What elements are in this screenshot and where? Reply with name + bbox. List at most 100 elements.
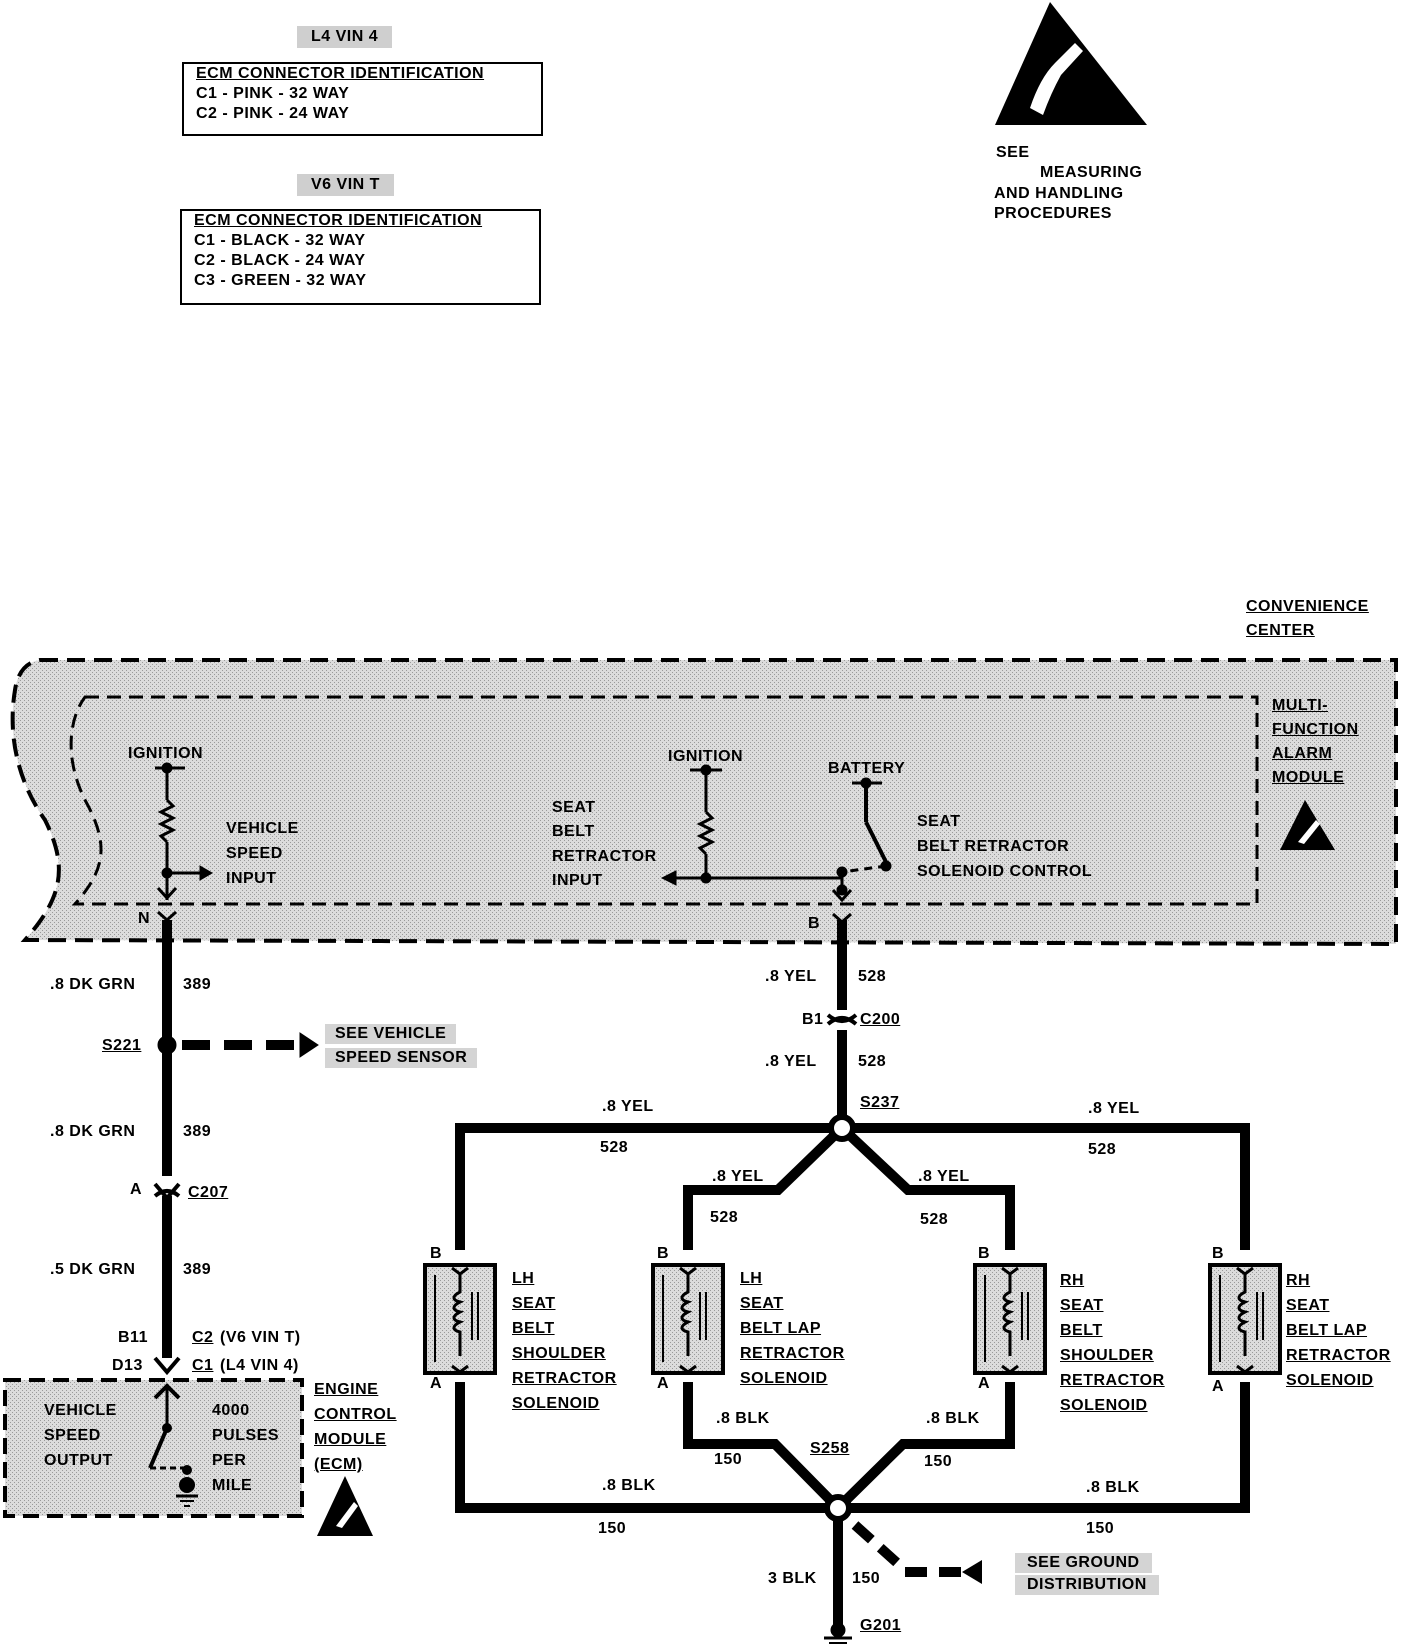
splice-s221: S221 — [102, 1037, 142, 1054]
solenoid-pin: B — [657, 1245, 670, 1262]
vehicle-speed-input-label: INPUT — [226, 870, 277, 887]
solenoid-symbols — [423, 1263, 1282, 1375]
table-row: C1 - BLACK - 32 WAY — [194, 232, 366, 249]
table-row: C1 - PINK - 32 WAY — [196, 85, 350, 102]
wire-gauge: .8 BLK — [602, 1477, 656, 1494]
solenoid-label-line: SOLENOID — [1060, 1397, 1148, 1414]
wire-gauge: .8 BLK — [926, 1410, 980, 1427]
table-tag-v6: V6 VIN T — [297, 174, 394, 196]
solenoid-label-line: SEAT — [512, 1295, 556, 1312]
table-header: ECM CONNECTOR IDENTIFICATION — [196, 65, 485, 82]
esd-warning-icon — [1280, 800, 1335, 850]
connector-pin: A — [130, 1181, 143, 1198]
solenoid-label-line: RETRACTOR — [740, 1345, 845, 1362]
wire-circuit: 150 — [598, 1520, 627, 1537]
table-row: C3 - GREEN - 32 WAY — [194, 272, 367, 289]
wire-gauge: .8 YEL — [602, 1098, 654, 1115]
wire-gauge: .8 YEL — [918, 1168, 970, 1185]
wire-circuit: 150 — [852, 1570, 881, 1587]
solenoid-label-line: BELT — [512, 1320, 555, 1337]
solenoid-label-line: LH — [740, 1270, 763, 1287]
connector-c207: C207 — [188, 1184, 229, 1201]
ecm-name-label: CONTROL — [314, 1406, 397, 1423]
table-header: ECM CONNECTOR IDENTIFICATION — [194, 212, 483, 229]
wire-circuit: 389 — [183, 1261, 212, 1278]
wire-circuit: 528 — [710, 1209, 739, 1226]
solenoid-label-line: BELT LAP — [1286, 1322, 1368, 1339]
ground-icon — [824, 1622, 852, 1644]
ecm-pin: B11 — [118, 1329, 148, 1346]
vehicle-speed-input-label: VEHICLE — [226, 820, 299, 837]
ecm-connector: C1 — [192, 1357, 214, 1374]
solenoid-pin: B — [1212, 1245, 1225, 1262]
solenoid-pin: B — [978, 1245, 991, 1262]
esd-note-line: AND HANDLING — [994, 185, 1124, 202]
ecm-output-label: OUTPUT — [44, 1452, 113, 1469]
esd-warning-icon — [995, 2, 1147, 125]
solenoid-symbol — [1208, 1263, 1282, 1375]
wire-circuit: 528 — [920, 1211, 949, 1228]
ecm-pulses-label: PULSES — [212, 1427, 280, 1444]
solenoid-label-rh-shoulder: RH SEAT BELT SHOULDER RETRACTOR SOLENOID — [1060, 1268, 1165, 1418]
wire-circuit: 528 — [600, 1139, 629, 1156]
wire-gauge: .8 YEL — [712, 1168, 764, 1185]
wire-gauge: .5 DK GRN — [50, 1261, 136, 1278]
blk-return — [455, 1382, 1250, 1630]
solenoid-label-rh-lap: RH SEAT BELT LAP RETRACTOR SOLENOID — [1286, 1268, 1391, 1393]
solenoid-label-line: RETRACTOR — [512, 1370, 617, 1387]
ecm-pulses-label: MILE — [212, 1477, 253, 1494]
convenience-center-outline — [10, 658, 1398, 947]
ecm-output-label: VEHICLE — [44, 1402, 117, 1419]
solenoid-label-lh-lap: LH SEAT BELT LAP RETRACTOR SOLENOID — [740, 1266, 845, 1391]
mfam-label: ALARM — [1272, 745, 1333, 762]
solenoid-label-line: LH — [512, 1270, 535, 1287]
seat-belt-retractor-input-label: BELT — [552, 823, 595, 840]
vehicle-speed-input-label: SPEED — [226, 845, 283, 862]
wire-circuit: 389 — [183, 1123, 212, 1140]
ecm-pulses-label: PER — [212, 1452, 247, 1469]
vehicle-speed-input-circuit — [155, 762, 213, 901]
solenoid-control-label: SEAT — [917, 813, 961, 830]
solenoid-label-line: RH — [1060, 1272, 1085, 1289]
wire-circuit: 389 — [183, 976, 212, 993]
ecm-name-label: MODULE — [314, 1431, 387, 1448]
see-ground-distribution: SEE GROUND — [1015, 1553, 1152, 1573]
wire-gauge: .8 DK GRN — [50, 976, 136, 993]
solenoid-pin: A — [978, 1375, 991, 1392]
solenoid-label-line: SOLENOID — [740, 1370, 828, 1387]
ground-g201: G201 — [860, 1617, 902, 1634]
seat-belt-retractor-input-label: SEAT — [552, 799, 596, 816]
wire-circuit: 150 — [1086, 1520, 1115, 1537]
wire-gauge: .8 DK GRN — [50, 1123, 136, 1140]
solenoid-control-label: BELT RETRACTOR — [917, 838, 1070, 855]
solenoid-label-line: SHOULDER — [1060, 1347, 1154, 1364]
table-row: C2 - BLACK - 24 WAY — [194, 252, 366, 269]
solenoid-label-line: BELT LAP — [740, 1320, 822, 1337]
solenoid-label-line: SEAT — [1060, 1297, 1104, 1314]
seat-belt-retractor-input-label: INPUT — [552, 872, 603, 889]
ecm-box — [3, 1378, 304, 1518]
ecm-connector-table-l4: ECM CONNECTOR IDENTIFICATION C1 - PINK -… — [182, 62, 543, 136]
table-row: C2 - PINK - 24 WAY — [196, 105, 350, 122]
solenoid-label-line: RETRACTOR — [1060, 1372, 1165, 1389]
pin-label: N — [138, 910, 151, 927]
wire-gauge: 3 BLK — [768, 1570, 817, 1587]
see-ground-distribution: DISTRIBUTION — [1015, 1575, 1159, 1595]
ignition-label: IGNITION — [128, 745, 204, 762]
mfam-outline — [69, 695, 1259, 906]
wire-gauge: .8 YEL — [1088, 1100, 1140, 1117]
seat-belt-retractor-circuit — [660, 764, 892, 903]
solenoid-label-line: SEAT — [740, 1295, 784, 1312]
ecm-pin: D13 — [112, 1357, 143, 1374]
see-vehicle-speed-sensor: SEE VEHICLE — [325, 1024, 457, 1044]
solenoid-label-lh-shoulder: LH SEAT BELT SHOULDER RETRACTOR SOLENOID — [512, 1266, 617, 1416]
solenoid-symbol — [973, 1263, 1047, 1375]
solenoid-label-line: SOLENOID — [1286, 1372, 1374, 1389]
wire-circuit: 150 — [924, 1453, 953, 1470]
solenoid-symbol — [423, 1263, 497, 1375]
esd-note-line: SEE — [996, 144, 1030, 161]
solenoid-label-line: SHOULDER — [512, 1345, 606, 1362]
ignition-label: IGNITION — [668, 748, 744, 765]
mfam-label: FUNCTION — [1272, 721, 1359, 738]
